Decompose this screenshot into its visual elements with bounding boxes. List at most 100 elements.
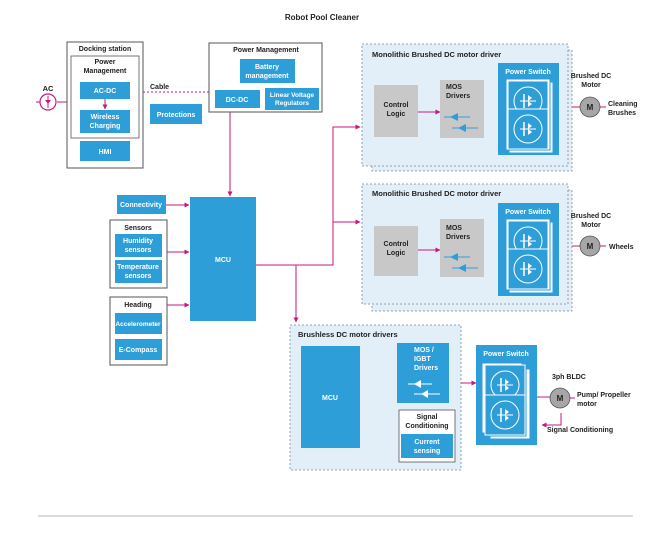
docking-pm-title-line-2: Management: [84, 68, 127, 75]
driver1-switch-low-icon: [507, 108, 549, 150]
driver1-mos-label-line-1: MOS: [446, 84, 462, 91]
bldc-mos-label-line-3: Drivers: [414, 365, 438, 372]
battery-label: Battery management: [245, 64, 289, 80]
wireless-box: [80, 110, 130, 133]
driver1-motor-label: Brushed DC Motor: [571, 73, 611, 89]
heading-title: Heading: [124, 302, 152, 309]
docking-title: Docking station: [79, 46, 132, 53]
bldc-motor-label: 3ph BLDC: [552, 374, 586, 381]
hmi-label: HMI: [99, 149, 112, 156]
wireless-label-line-2: Charging: [90, 123, 121, 130]
hmi-box: [80, 141, 130, 161]
power-management: Power Management Battery management DC-DC…: [208, 42, 323, 113]
protections-label: Protections: [157, 112, 196, 119]
driver1-control-label-line-2: Logic: [387, 111, 406, 118]
humidity-box: [115, 234, 162, 257]
temperature-label: Temperature sensors: [117, 264, 159, 280]
driver1-switch-title: Power Switch: [505, 69, 551, 76]
bldc-switch-low-icon: [484, 394, 526, 436]
ecompass-box: [115, 339, 162, 360]
driver1-load-label-line-1: Cleaning: [608, 101, 638, 108]
current-sensing-label-line-2: sensing: [414, 448, 440, 455]
acdc-box: [80, 82, 130, 99]
linear-label-line-2: Regulators: [275, 100, 309, 107]
driver2-motor-glyph: M: [587, 242, 594, 251]
connectivity-label: Connectivity: [120, 202, 162, 209]
driver1-title: Monolithic Brushed DC motor driver: [372, 50, 501, 59]
ac-label: AC: [43, 84, 54, 93]
driver1-mos-symbol-icon: [444, 113, 478, 132]
driver1-motor-glyph: M: [587, 103, 594, 112]
driver2-control-label-line-1: Control: [384, 241, 409, 248]
accelerometer-label: Accelerometer: [115, 321, 161, 328]
temperature-label-line-2: sensors: [125, 273, 152, 280]
temperature-label-line-1: Temperature: [117, 264, 159, 271]
battery-label-line-1: Battery: [255, 64, 279, 71]
acdc-label: AC-DC: [94, 88, 117, 95]
mcu-label: MCU: [215, 257, 231, 264]
driver2-mos-label-line-1: MOS: [446, 225, 462, 232]
battery-label-line-2: management: [245, 73, 289, 80]
heading: Heading Accelerometer E-Compass: [109, 296, 168, 366]
driver2-title: Monolithic Brushed DC motor driver: [372, 189, 501, 198]
driver2-control-box: [374, 226, 418, 276]
bldc-motor-glyph: M: [557, 394, 564, 403]
bldc-load-label-line-2: motor: [577, 401, 597, 408]
signal-conditioning-title-line-1: Signal: [416, 414, 437, 421]
protections-box: [150, 104, 202, 124]
driver1-mos-label-line-2: Drivers: [446, 93, 470, 100]
linear-label-line-1: Linear Voltage: [270, 92, 315, 99]
driver2-switch-title: Power Switch: [505, 209, 551, 216]
driver1-control-box: [374, 85, 418, 137]
bldc-feedback-label: Signal Conditioning: [547, 427, 613, 434]
driver2-load-label: Wheels: [609, 244, 634, 251]
driver1-motor-label-line-2: Motor: [581, 82, 601, 89]
driver1-control-label-line-1: Control: [384, 102, 409, 109]
bldc-load-label-line-1: Pump/ Propeller: [577, 392, 631, 399]
bldc-mos-label-line-1: MOS /: [414, 347, 434, 354]
driver2-switch-low-icon: [507, 248, 549, 290]
driver2-motor-label-line-1: Brushed DC: [571, 213, 611, 220]
wireless-label-line-1: Wireless: [91, 114, 120, 121]
brushed-driver-1: Monolithic Brushed DC motor driver Contr…: [361, 43, 638, 172]
temperature-box: [115, 260, 162, 283]
driver1-mos-label: MOS Drivers: [446, 84, 470, 100]
current-sensing-box: [401, 434, 453, 458]
humidity-label-line-2: sensors: [125, 247, 152, 254]
connectivity-box: [117, 195, 166, 214]
driver2-mos-label-line-2: Drivers: [446, 234, 470, 241]
ecompass-label: E-Compass: [119, 347, 158, 354]
bldc-title: Brushless DC motor drivers: [298, 330, 398, 339]
bldc-mcu-box: [301, 346, 360, 448]
diagram-title: Robot Pool Cleaner: [285, 13, 359, 22]
driver2-control-label-line-2: Logic: [387, 250, 406, 257]
signal-conditioning-title-line-2: Conditioning: [405, 423, 448, 430]
power-management-title: Power Management: [233, 47, 299, 54]
dcdc-label: DC-DC: [226, 97, 249, 104]
driver1-motor-label-line-1: Brushed DC: [571, 73, 611, 80]
bldc-mos-symbol-icon: [408, 380, 440, 398]
battery-box: [240, 59, 295, 83]
sensors-title: Sensors: [124, 225, 152, 232]
current-sensing-label: Current sensing: [414, 439, 441, 455]
bldc-switch-title: Power Switch: [483, 351, 529, 358]
bldc-mcu-label: MCU: [322, 395, 338, 402]
driver1-load-label-line-2: Brushes: [608, 110, 636, 117]
current-sensing-label-line-1: Current: [414, 439, 440, 446]
bldc-mos-label-line-2: IGBT: [414, 356, 431, 363]
cable-label: Cable: [150, 84, 169, 91]
ac-source: AC: [36, 84, 57, 111]
mcu-to-driver1-arrow: [256, 124, 361, 266]
